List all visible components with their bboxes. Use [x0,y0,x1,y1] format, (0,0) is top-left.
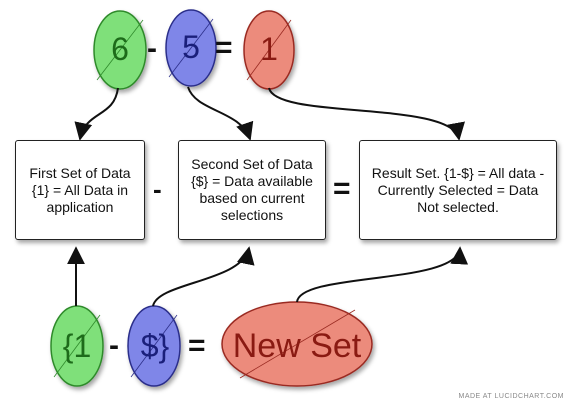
top-left-number: 6 [111,31,129,67]
top-equals-sign: = [215,31,233,64]
bottom-left-label: {1 [62,328,92,364]
boxes-equals-sign: = [333,172,351,205]
bottom-minus-sign: - [109,329,119,362]
top-ellipse-5 [165,9,217,87]
bottom-result-label: New Set [232,327,362,365]
watermark-text: MADE AT LUCIDCHART.COM [458,393,564,400]
second-set-box: Second Set of Data {$} = Data available … [178,140,326,240]
bottom-middle-label: $} [140,328,170,364]
top-middle-number: 5 [182,29,200,65]
boxes-minus-sign: - [153,174,162,204]
bottom-ellipse-new-set [221,301,373,387]
first-set-box: First Set of Data {1} = All Data in appl… [15,140,145,240]
bottom-equals-sign: = [188,329,206,362]
top-ellipse-6 [93,10,147,90]
top-ellipse-1 [243,10,295,90]
arrow-5-to-second [187,86,254,141]
top-minus-sign: - [147,32,157,65]
arrow-dollar-to-second [152,246,255,307]
bottom-ellipse-dollar [127,305,181,387]
arrow-1-to-result [268,87,465,141]
result-set-box: Result Set. {1-$} = All data - Currently… [359,140,557,240]
arrow-6-to-first [74,87,119,141]
top-result-number: 1 [260,31,278,67]
arrow-newset-to-result [296,246,469,303]
